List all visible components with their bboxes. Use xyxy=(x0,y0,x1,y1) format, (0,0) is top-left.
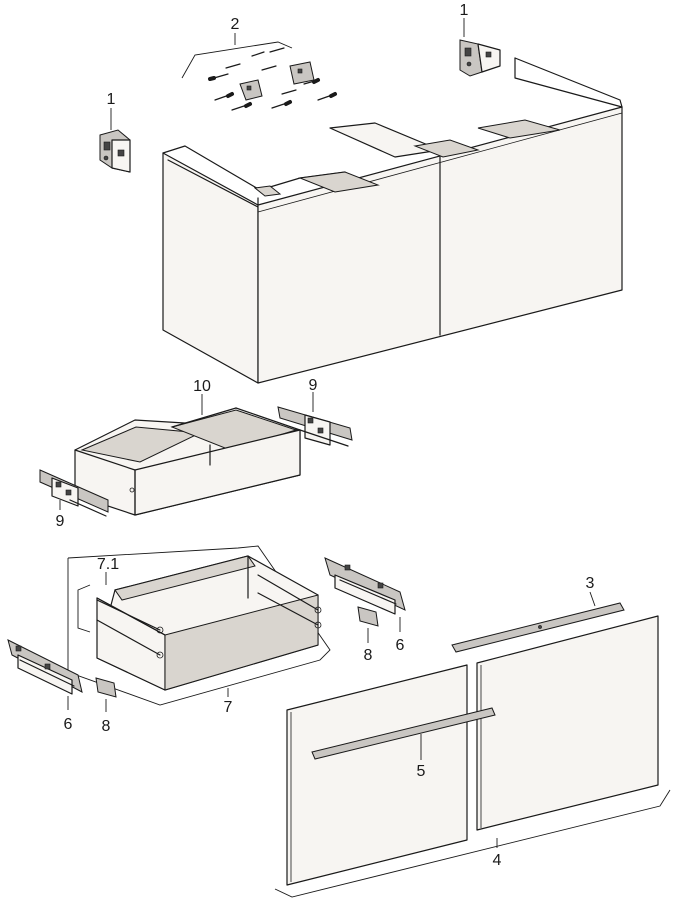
cover-cap-right xyxy=(357,606,379,627)
inner-drawer xyxy=(74,407,301,516)
mounting-bracket-right xyxy=(459,39,501,77)
callout-drawer-rails: 7.1 xyxy=(97,556,119,573)
front-handle xyxy=(311,707,496,760)
cabinet-body xyxy=(162,57,623,384)
fixing-set xyxy=(181,33,337,111)
drawer-assembly xyxy=(67,545,331,706)
runner-right xyxy=(324,557,406,615)
callout-fronts: 4 xyxy=(493,852,502,869)
inner-runner-right xyxy=(277,406,353,447)
runner-left xyxy=(7,639,83,695)
callout-inner-runner-right: 9 xyxy=(309,377,318,394)
callout-cover-left: 8 xyxy=(102,718,111,735)
callout-inner-drawer: 10 xyxy=(193,378,211,395)
callout-runner-right: 6 xyxy=(396,637,405,654)
rail xyxy=(451,602,625,653)
inner-runner-left xyxy=(39,469,109,517)
callout-bracket-left: 1 xyxy=(107,91,116,108)
cover-cap-left xyxy=(95,677,117,698)
callout-inner-runner-left: 9 xyxy=(56,513,65,530)
callout-fixing-set: 2 xyxy=(231,16,240,33)
callout-drawer: 7 xyxy=(224,699,233,716)
callout-rail: 3 xyxy=(586,575,595,592)
callout-runner-left: 6 xyxy=(64,716,73,733)
callout-cover-right: 8 xyxy=(364,647,373,664)
leader-line xyxy=(589,591,596,607)
callout-bracket-right: 1 xyxy=(460,2,469,19)
callout-handle: 5 xyxy=(417,763,426,780)
drawer-fronts xyxy=(274,615,671,898)
mounting-bracket-left xyxy=(99,129,131,173)
